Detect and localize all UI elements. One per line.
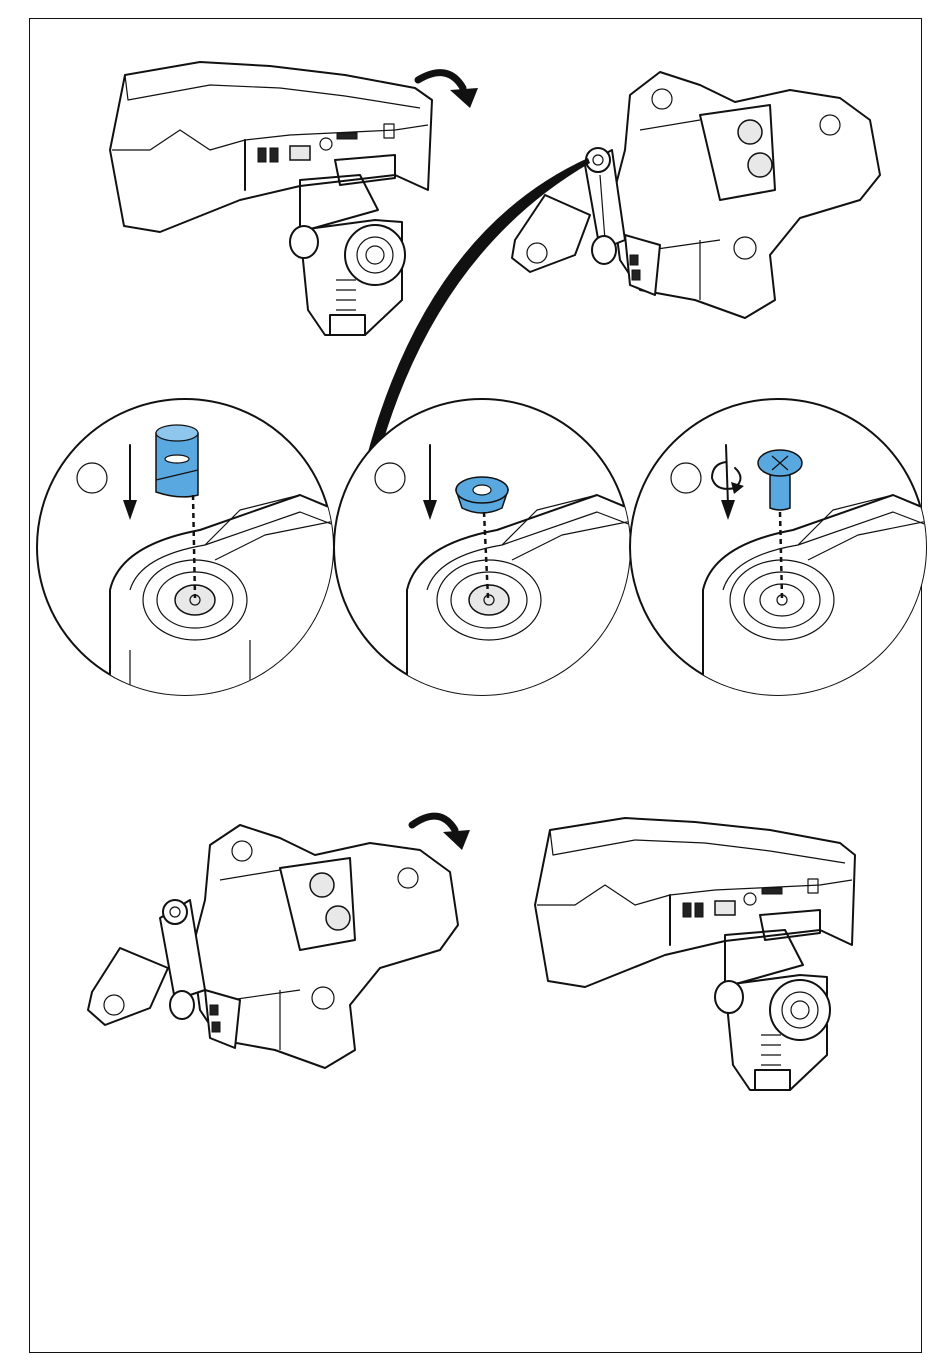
device-upright-bottom — [535, 818, 855, 1090]
device-inverted-top — [512, 72, 880, 318]
device-upright-top — [110, 62, 432, 335]
sleeve-part — [156, 425, 198, 497]
curved-rotate-arrow-icon — [412, 816, 470, 850]
detail-circle-washer — [334, 399, 657, 720]
device-inverted-bottom — [88, 825, 458, 1068]
detail-circle-sleeve — [37, 399, 360, 720]
washer-part — [456, 477, 508, 513]
detail-circle-screw — [630, 399, 950, 720]
